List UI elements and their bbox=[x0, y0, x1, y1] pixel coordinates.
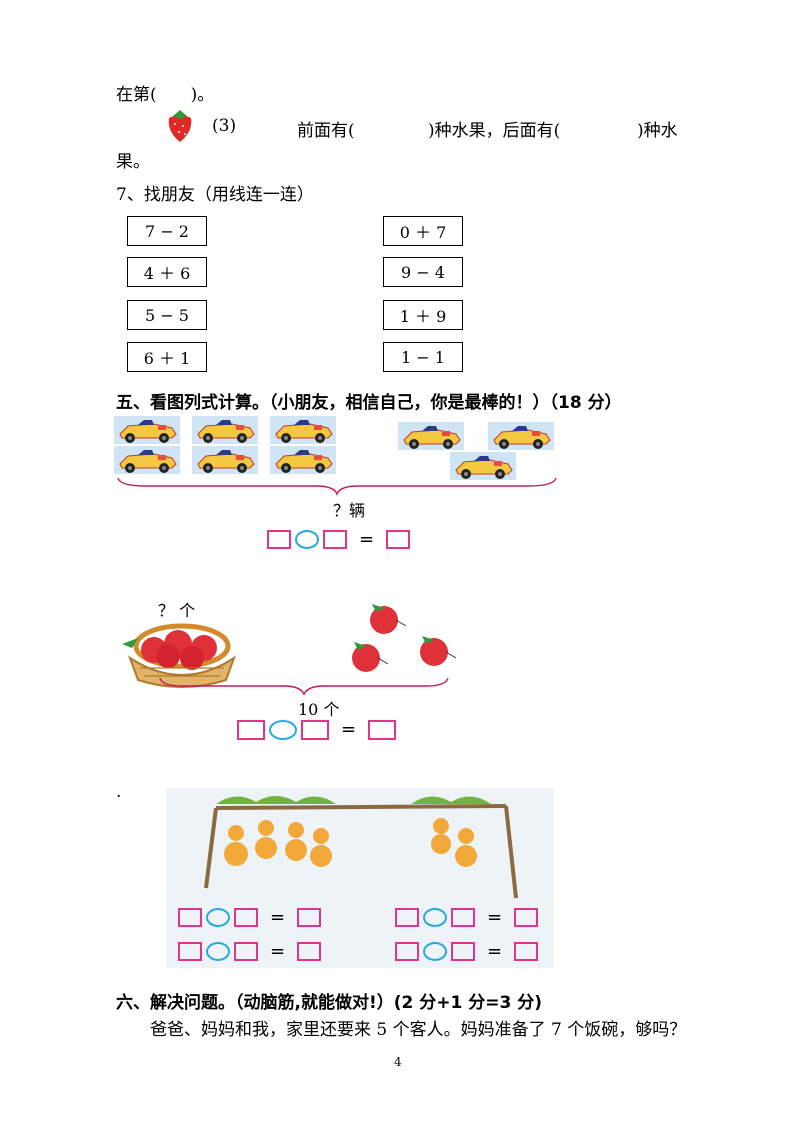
equation-cars: = bbox=[267, 529, 411, 550]
section5-title: 五、看图列式计算。（小朋友，相信自己，你是最棒的！）（18 分） bbox=[116, 393, 622, 413]
section6-problem: 爸爸、妈妈和我，家里还要来 5 个客人。妈妈准备了 7 个饭碗，够吗？ bbox=[150, 1020, 687, 1040]
equals-sign: = bbox=[487, 941, 503, 962]
equals-sign: = bbox=[341, 719, 357, 740]
operator-oval[interactable] bbox=[269, 719, 297, 740]
apple-icon bbox=[370, 604, 407, 634]
answer-box[interactable] bbox=[368, 719, 397, 740]
q6-3-number: (3) bbox=[212, 116, 237, 136]
equation-gourd-2: = bbox=[395, 907, 539, 928]
apple-icon bbox=[352, 642, 389, 672]
equals-sign: = bbox=[270, 907, 286, 928]
answer-box[interactable] bbox=[178, 908, 202, 927]
race-car-icon bbox=[398, 422, 464, 450]
operator-oval[interactable] bbox=[423, 942, 447, 961]
q6-3-wrap: 果。 bbox=[116, 152, 150, 172]
answer-box[interactable] bbox=[323, 530, 347, 549]
apple-basket-icon bbox=[122, 623, 236, 688]
q6-line1: 在第( )。 bbox=[116, 85, 215, 105]
left-box-3[interactable]: 5 − 5 bbox=[127, 300, 207, 330]
equals-sign: = bbox=[487, 907, 503, 928]
page-number: 4 bbox=[394, 1055, 402, 1069]
race-car-icon bbox=[270, 446, 336, 474]
answer-box[interactable] bbox=[451, 942, 475, 961]
answer-box[interactable] bbox=[234, 942, 258, 961]
answer-box[interactable] bbox=[514, 908, 539, 927]
q7-title: 7、找朋友（用线连一连） bbox=[116, 185, 314, 205]
answer-box[interactable] bbox=[178, 942, 202, 961]
right-box-4[interactable]: 1 − 1 bbox=[383, 342, 463, 372]
equals-sign: = bbox=[270, 941, 286, 962]
race-car-icon bbox=[270, 416, 336, 444]
answer-box[interactable] bbox=[386, 530, 411, 549]
equals-sign: = bbox=[359, 529, 375, 550]
operator-oval[interactable] bbox=[206, 942, 230, 961]
left-box-1[interactable]: 7 − 2 bbox=[127, 216, 207, 246]
apples-question-label: ？ 个 bbox=[158, 601, 196, 620]
answer-box[interactable] bbox=[451, 908, 475, 927]
q6-3-end: )种水 bbox=[637, 121, 678, 141]
equation-apples: = bbox=[237, 719, 397, 740]
answer-box[interactable] bbox=[301, 719, 329, 740]
brace-cars bbox=[117, 477, 557, 496]
answer-box[interactable] bbox=[297, 908, 322, 927]
race-car-icon bbox=[488, 422, 554, 450]
equation-gourd-3: = bbox=[178, 941, 322, 962]
gourd-trellis-icon bbox=[204, 796, 518, 899]
equation-gourd-1: = bbox=[178, 907, 322, 928]
cars-question-label: ？辆 bbox=[333, 501, 366, 520]
gourd-picture-panel bbox=[166, 788, 554, 968]
section6-title: 六、解决问题。（动脑筋,就能做对!）(2 分+1 分=3 分) bbox=[116, 993, 542, 1013]
q6-3-front: 前面有( bbox=[297, 121, 355, 141]
answer-box[interactable] bbox=[297, 942, 322, 961]
race-car-icon bbox=[192, 416, 258, 444]
operator-oval[interactable] bbox=[206, 908, 230, 927]
right-box-2[interactable]: 9 − 4 bbox=[383, 257, 463, 287]
apples-total-label: 10 个 bbox=[298, 700, 340, 719]
stray-dot: . bbox=[116, 782, 122, 802]
q6-3-mid: )种水果，后面有( bbox=[428, 121, 561, 141]
answer-box[interactable] bbox=[395, 942, 419, 961]
left-box-4[interactable]: 6 ＋ 1 bbox=[127, 342, 207, 372]
race-car-icon bbox=[114, 446, 180, 474]
right-box-3[interactable]: 1 ＋ 9 bbox=[383, 300, 463, 330]
operator-oval[interactable] bbox=[423, 908, 447, 927]
answer-box[interactable] bbox=[395, 908, 419, 927]
operator-oval[interactable] bbox=[295, 530, 319, 549]
right-box-1[interactable]: 0 ＋ 7 bbox=[383, 216, 463, 246]
answer-box[interactable] bbox=[267, 530, 291, 549]
race-car-icon bbox=[192, 446, 258, 474]
apple-icon bbox=[420, 636, 457, 666]
left-box-2[interactable]: 4 ＋ 6 bbox=[127, 257, 207, 287]
strawberry-icon bbox=[168, 110, 192, 142]
answer-box[interactable] bbox=[514, 942, 539, 961]
answer-box[interactable] bbox=[234, 908, 258, 927]
answer-box[interactable] bbox=[237, 719, 265, 740]
brace-apples bbox=[159, 677, 449, 696]
race-car-icon bbox=[114, 416, 180, 444]
equation-gourd-4: = bbox=[395, 941, 539, 962]
